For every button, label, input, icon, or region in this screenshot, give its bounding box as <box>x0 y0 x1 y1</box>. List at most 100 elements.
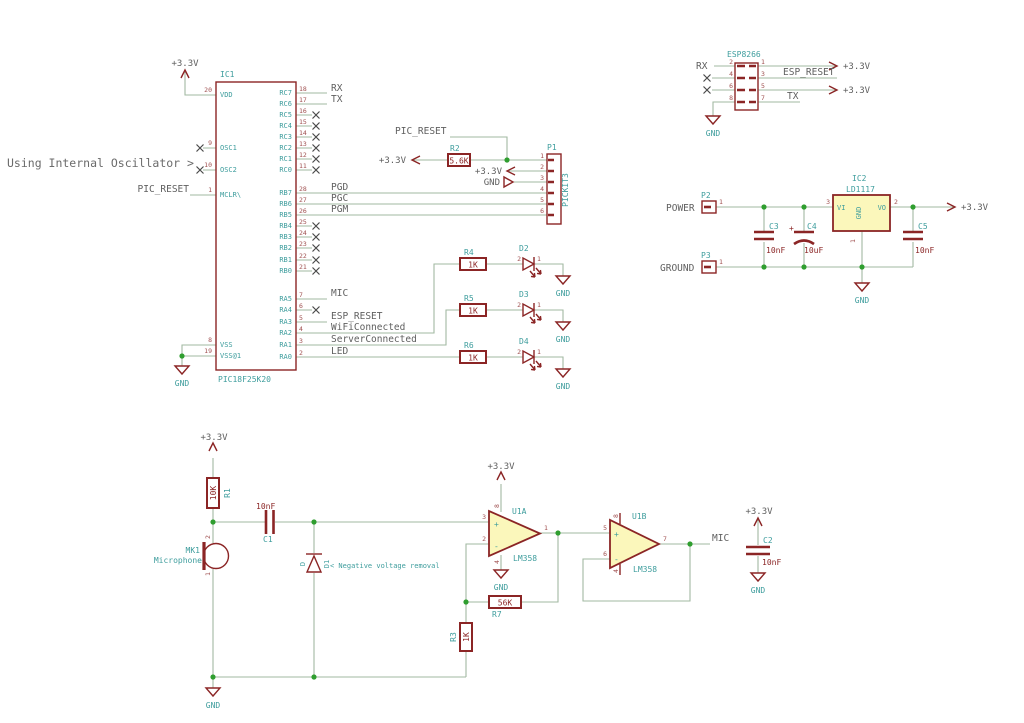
gnd-label: GND <box>556 335 571 344</box>
esp-ref: ESP8266 <box>727 50 761 59</box>
c5-ref: C5 <box>918 222 928 231</box>
d1-prefix: D <box>299 562 307 566</box>
c5-value: 10nF <box>915 246 934 255</box>
pin-num: 3 <box>761 70 765 78</box>
v33-arrow <box>410 155 421 165</box>
gnd-arrow <box>503 175 515 189</box>
junction-dot <box>761 264 767 270</box>
no-connect-marks <box>196 111 320 314</box>
c2-value: 10nF <box>762 558 781 567</box>
opamp-minus: - <box>494 542 499 551</box>
pin-num: 12 <box>299 151 307 159</box>
pickit-connector <box>546 153 562 225</box>
cap-c5 <box>903 230 923 241</box>
microphone-mk1: 2 1 MK1 Microphone <box>154 535 230 576</box>
net-label-mic: MIC <box>331 288 348 299</box>
junction-dot <box>761 204 767 210</box>
junction-dot <box>311 519 317 525</box>
resistor-r6 <box>459 350 487 364</box>
r2-ref: R2 <box>450 144 460 153</box>
pin-num: 20 <box>204 86 212 94</box>
pin-num: 3 <box>540 174 544 182</box>
led-ref: D4 <box>519 337 529 346</box>
opamp-plus: + <box>614 530 619 539</box>
v33-label: +3.3V <box>171 59 199 69</box>
gnd-symbol <box>749 572 767 583</box>
led-row-wire <box>486 263 564 276</box>
ic2-vo: VO <box>878 204 886 212</box>
resistor-r2 <box>447 153 471 167</box>
pin-num: 26 <box>299 207 307 215</box>
pin-name: RA1 <box>279 341 292 349</box>
net-label-pgd: PGD <box>331 182 348 193</box>
pin-num: 8 <box>493 504 501 508</box>
v33-label: +3.3V <box>379 156 407 166</box>
gnd-label: GND <box>855 296 870 305</box>
pin-name: RA4 <box>279 306 292 314</box>
pin-name: RA5 <box>279 295 292 303</box>
led-section: R4 1K D2 2 1 GND R5 1K D3 2 1 GND R6 1K <box>459 244 572 391</box>
pin-num: 9 <box>208 139 212 147</box>
net-label-led: LED <box>331 346 348 357</box>
pin-num: 3 <box>826 198 830 206</box>
led-ref: D3 <box>519 290 529 299</box>
v33-symbol-mcu: +3.3V <box>171 59 199 79</box>
u1a-part: LM358 <box>513 554 537 563</box>
cap-c1: 10nF C1 <box>256 502 275 544</box>
cap-c4-bottom <box>793 239 815 246</box>
gnd-symbol <box>554 368 572 379</box>
net-label-mic-out: MIC <box>712 533 729 544</box>
amp-wires <box>212 458 759 688</box>
junction-dot <box>910 204 916 210</box>
p2-label: POWER <box>666 203 695 214</box>
net-label-wifi: WiFiConnected <box>331 322 405 333</box>
esp-section: ESP8266 RX 2 4 6 8 1 3 5 7 GND +3.3V ESP… <box>696 50 871 138</box>
net-label-tx: TX <box>331 94 343 105</box>
pin-name: RB5 <box>279 211 292 219</box>
resistor-r7: 56K R7 <box>488 595 522 619</box>
pin-name: RC6 <box>279 100 292 108</box>
c1-ref: C1 <box>263 535 273 544</box>
pin-num: 4 <box>612 569 620 573</box>
res-value: 1K <box>468 354 478 363</box>
pin-name: RC2 <box>279 144 292 152</box>
gnd-symbol <box>554 275 572 286</box>
regulator-section: P2 POWER 1 P3 GROUND 1 C3 10nF + C4 10uF… <box>660 174 989 305</box>
pin-num: 2 <box>517 301 521 309</box>
u1b-ref: U1B <box>632 512 647 521</box>
pin-num: 4 <box>729 70 733 78</box>
pin-num: 2 <box>894 198 898 206</box>
pin-num: 15 <box>299 118 307 126</box>
junction-dot <box>210 674 216 680</box>
pin-num: 27 <box>299 196 307 204</box>
resistor-r4 <box>459 257 487 271</box>
pin-name: RC1 <box>279 155 292 163</box>
pin-num: 5 <box>603 524 607 532</box>
pin-num: 10 <box>204 161 212 169</box>
mk1-ref: MK1 <box>186 546 201 555</box>
junction-dot <box>311 674 317 680</box>
v33-arrow <box>828 61 839 71</box>
pin-num: 19 <box>204 347 212 355</box>
pin-name: RB4 <box>279 222 292 230</box>
pin-num: 1 <box>849 239 857 243</box>
led-d3 <box>522 302 542 324</box>
pin-name: RA0 <box>279 353 292 361</box>
pin-num: 16 <box>299 107 307 115</box>
pin-name: RB3 <box>279 233 292 241</box>
gnd-symbol <box>853 282 871 293</box>
net-label-pgm: PGM <box>331 204 348 215</box>
gnd-symbol-mcu: GND <box>173 365 191 388</box>
gnd-label: GND <box>206 701 221 710</box>
pin-name: RB1 <box>279 256 292 264</box>
r7-value: 56K <box>498 599 513 608</box>
pin-num: 2 <box>299 349 303 357</box>
pin-name: RB2 <box>279 244 292 252</box>
net-label-espreset: ESP_RESET <box>783 67 835 78</box>
opamp-u1b: + - U1B LM358 5 6 7 8 4 <box>603 512 667 575</box>
led-ref: D2 <box>519 244 529 253</box>
pin-num: 6 <box>540 207 544 215</box>
led-row-wire <box>486 356 564 369</box>
led-row-wire <box>486 309 564 322</box>
